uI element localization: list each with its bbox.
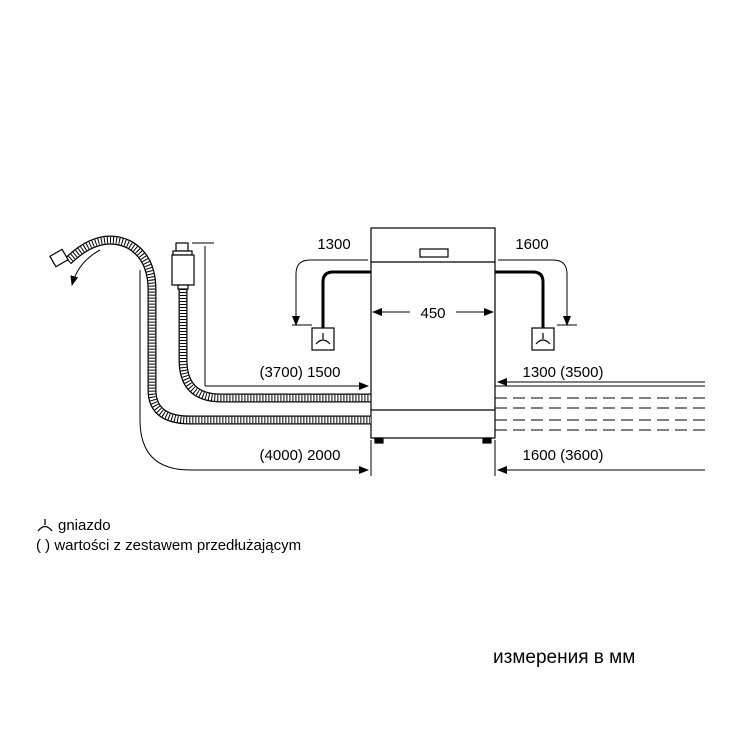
right-height-value: 1600 (515, 236, 548, 253)
left-lower-hose-dimension (139, 270, 372, 476)
right-hose-lines (495, 385, 705, 431)
legend: gniazdo ( ) wartości z zestawem przedłuż… (36, 516, 301, 556)
left-lower-hose-value: (4000) 2000 (260, 447, 341, 464)
right-lower-hose-value: 1600 (3600) (523, 447, 604, 464)
tap-height-marker (192, 242, 214, 386)
width-value: 450 (420, 305, 445, 322)
upper-drain-hose (178, 289, 371, 403)
dishwasher-body (370, 227, 496, 444)
left-height-dimension (292, 259, 368, 326)
water-tap-icon (171, 242, 195, 290)
legend-socket: gniazdo (36, 516, 301, 536)
units-note: измерения в мм (493, 647, 636, 668)
left-socket-cable (311, 270, 371, 351)
legend-extension-label: ( ) wartości z zestawem przedłużającym (36, 537, 302, 554)
socket-icon (37, 519, 53, 532)
left-upper-hose-value: (3700) 1500 (260, 364, 341, 381)
coupling-arrow (70, 249, 101, 286)
right-socket-cable (495, 270, 555, 351)
right-lower-hose-dimension (494, 440, 705, 476)
hose-coupling-icon (49, 248, 69, 268)
right-height-dimension (498, 259, 577, 326)
legend-extension: ( ) wartości z zestawem przedłużającym (36, 536, 301, 556)
right-upper-hose-value: 1300 (3500) (523, 364, 604, 381)
left-height-value: 1300 (317, 236, 350, 253)
legend-socket-label: gniazdo (58, 517, 111, 534)
